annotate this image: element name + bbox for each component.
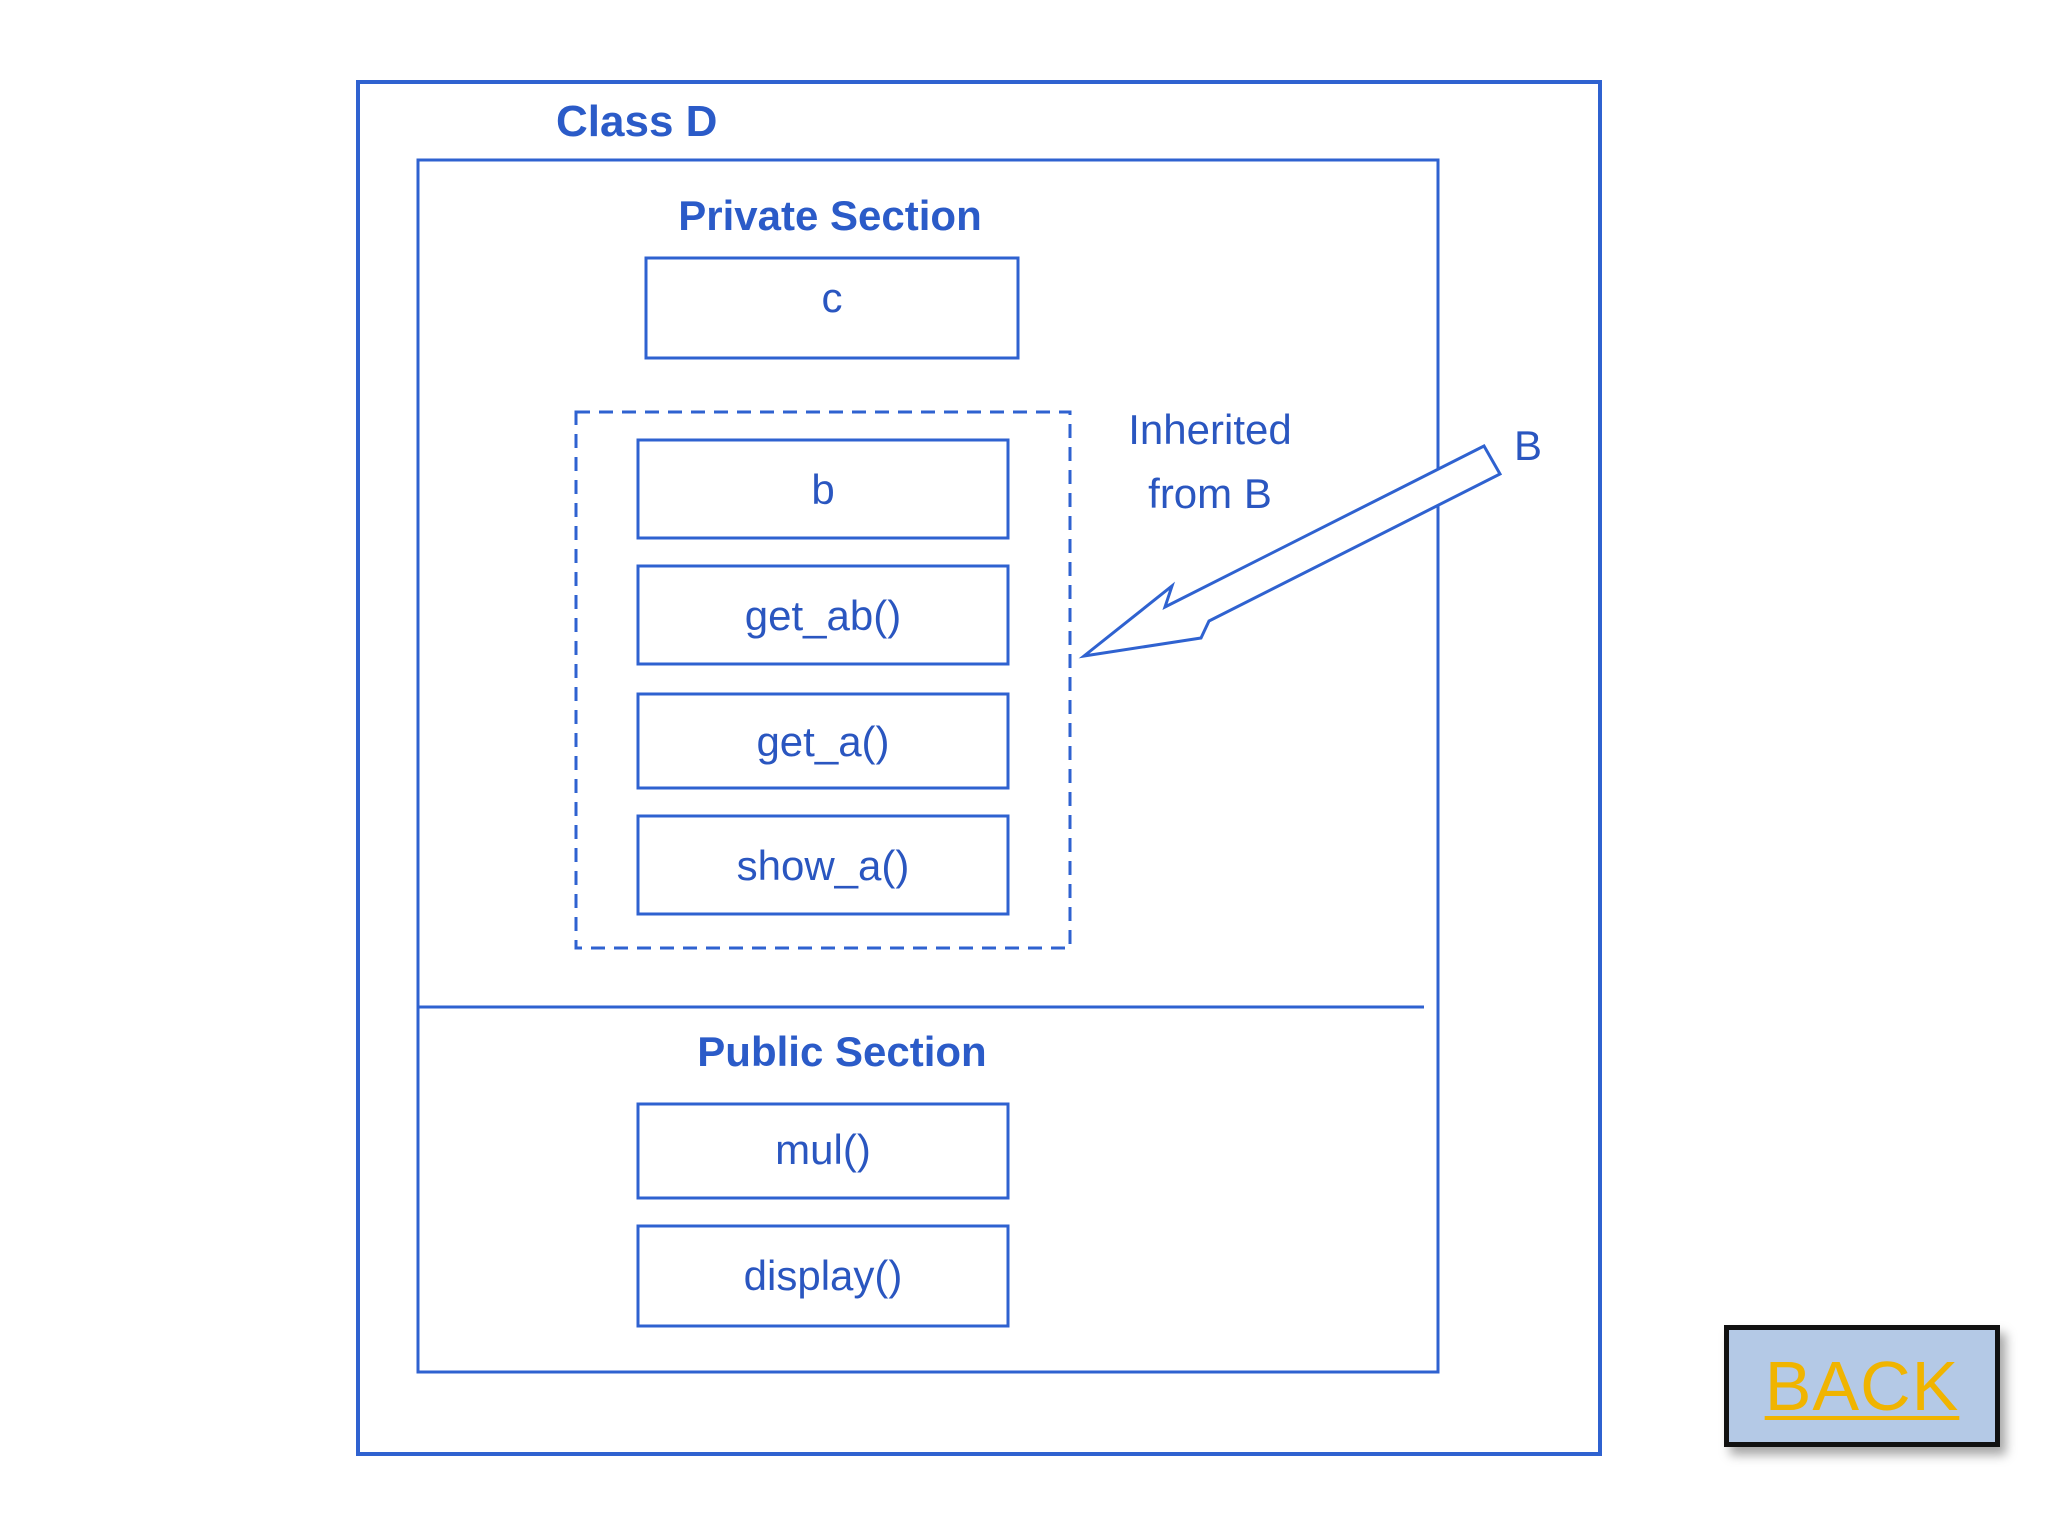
inherited-member-label: get_ab() <box>745 592 901 639</box>
public-member-label: mul() <box>775 1126 871 1173</box>
public-section-heading: Public Section <box>697 1028 986 1075</box>
inherited-note-line2: from B <box>1148 470 1272 517</box>
back-button[interactable]: BACK <box>1724 1325 2000 1447</box>
public-member-box <box>636 1224 1010 1328</box>
inherited-member-box <box>636 692 1010 790</box>
inheritance-arrow <box>1078 444 1503 659</box>
inherited-member-label: get_a() <box>756 718 889 765</box>
private-section-heading: Private Section <box>678 192 981 239</box>
inherited-member-box <box>636 438 1010 540</box>
inherited-note-line1: Inherited <box>1128 406 1291 453</box>
sections-box <box>416 158 1440 1374</box>
inherited-member-box <box>636 814 1010 916</box>
public-member-label: display() <box>744 1252 903 1299</box>
inherited-group <box>574 410 1072 950</box>
inherited-member-box <box>636 564 1010 666</box>
inherited-member-label: show_a() <box>737 842 910 889</box>
member-box-c <box>644 256 1020 360</box>
member-label-c: c <box>822 274 843 321</box>
class-title: Class D <box>556 97 717 146</box>
class-d-box <box>356 80 1602 1456</box>
source-class-label: B <box>1514 422 1542 469</box>
back-button-label: BACK <box>1764 1347 1960 1425</box>
inherited-member-label: b <box>811 466 834 513</box>
public-member-box <box>636 1102 1010 1200</box>
